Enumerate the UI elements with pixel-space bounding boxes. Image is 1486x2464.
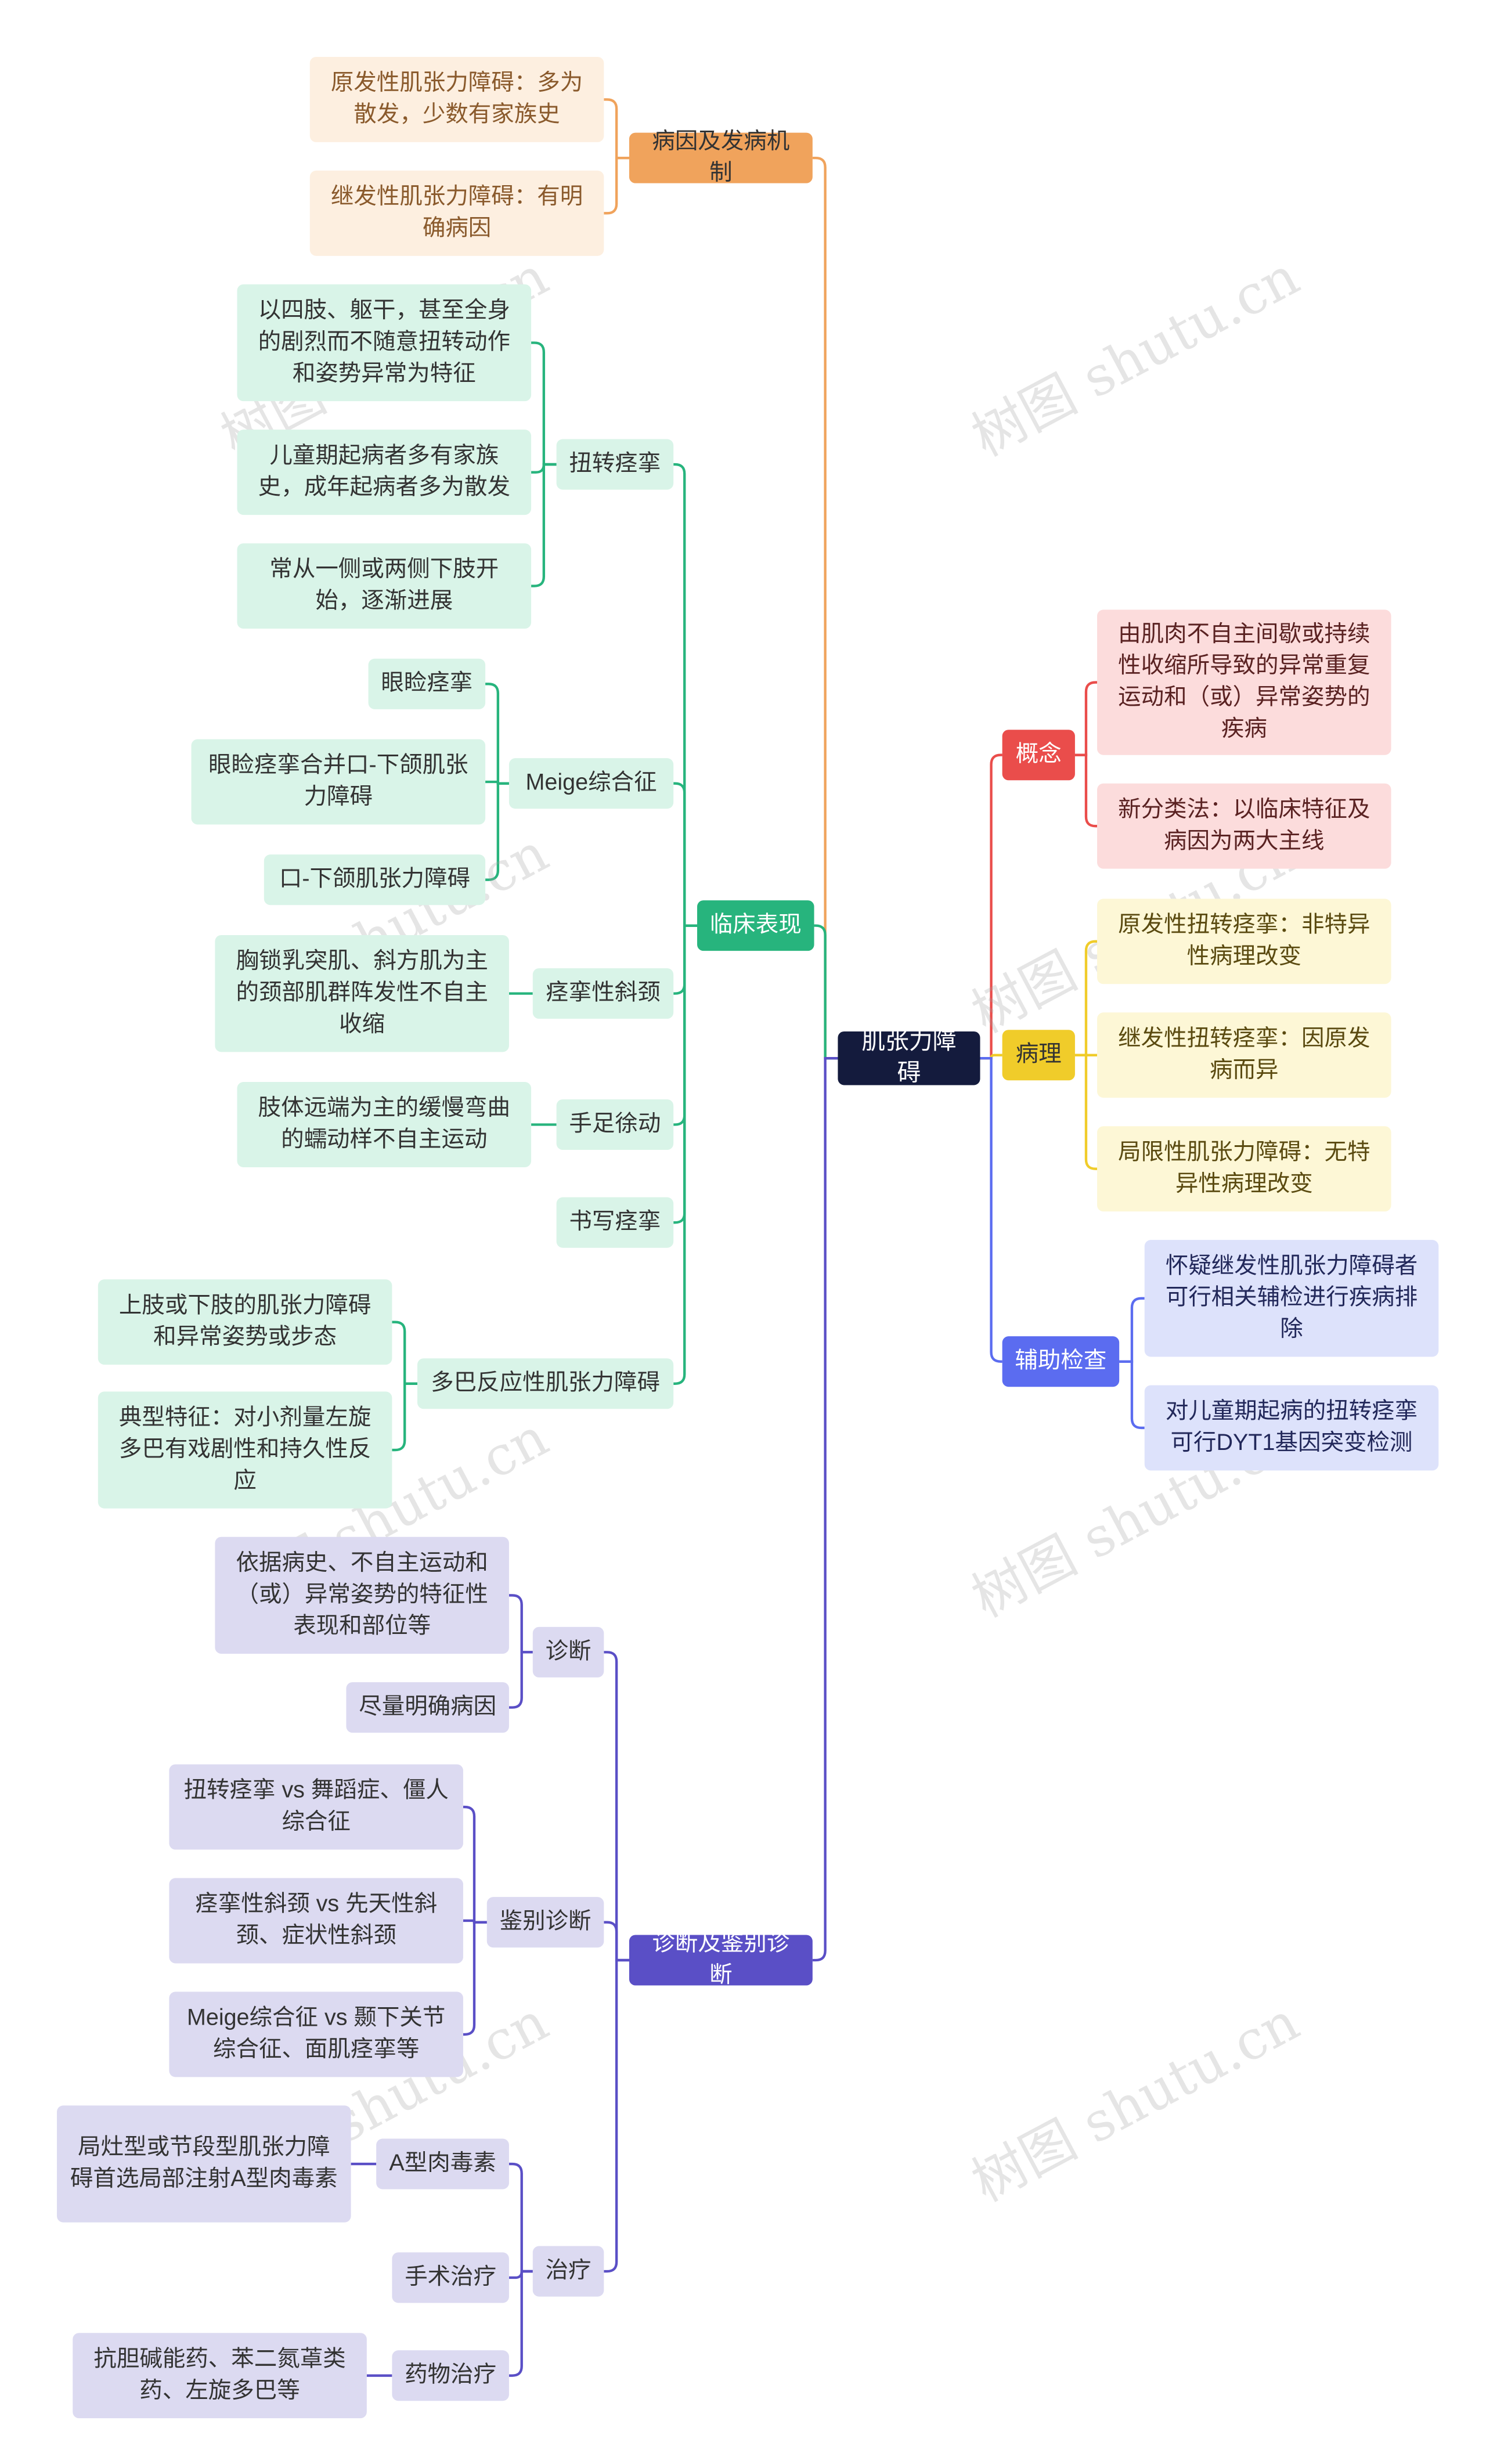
- leaf-dopa-feature[interactable]: 典型特征：对小剂量左旋多巴有戏剧性和持久性反应: [98, 1391, 392, 1509]
- leaf-drug-list[interactable]: 抗胆碱能药、苯二氮䓬类药、左旋多巴等: [73, 2333, 367, 2419]
- topic-athetosis[interactable]: 手足徐动: [556, 1099, 674, 1150]
- root-topic[interactable]: 肌张力障碍: [838, 1029, 980, 1087]
- leaf-dopa-posture[interactable]: 上肢或下肢的肌张力障碍和异常姿势或步态: [98, 1279, 392, 1365]
- topic-dopa-responsive[interactable]: 多巴反应性肌张力障碍: [417, 1358, 674, 1409]
- topic-surgery[interactable]: 手术治疗: [392, 2252, 509, 2303]
- leaf-torsion-feature[interactable]: 以四肢、躯干，甚至全身的剧烈而不随意扭转动作和姿势异常为特征: [237, 284, 532, 402]
- leaf-pathology-focal[interactable]: 局限性肌张力障碍：无特异性病理改变: [1097, 1126, 1391, 1212]
- connector-line: [814, 924, 838, 1060]
- topic-meige[interactable]: Meige综合征: [508, 758, 674, 809]
- topic-treatment[interactable]: 治疗: [532, 2246, 604, 2297]
- topic-drug-therapy[interactable]: 药物治疗: [392, 2350, 509, 2401]
- leaf-concept-classification[interactable]: 新分类法：以临床特征及病因为两大主线: [1097, 783, 1391, 869]
- leaf-diff-torsion[interactable]: 扭转痉挛 vs 舞蹈症、僵人综合征: [169, 1764, 463, 1850]
- connector-line: [1074, 940, 1098, 1056]
- leaf-athetosis-feature[interactable]: 肢体远端为主的缓慢弯曲的蠕动样不自主运动: [237, 1082, 532, 1167]
- topic-botulinum[interactable]: A型肉毒素: [376, 2138, 509, 2189]
- topic-differential[interactable]: 鉴别诊断: [486, 1897, 604, 1948]
- connector-line: [980, 753, 1002, 1060]
- topic-spasmodic-torticollis[interactable]: 痉挛性斜颈: [532, 968, 674, 1019]
- connector-line: [673, 924, 698, 1385]
- leaf-diff-torticollis[interactable]: 痉挛性斜颈 vs 先天性斜颈、症状性斜颈: [169, 1878, 463, 1964]
- leaf-torsion-onset[interactable]: 常从一侧或两侧下肢开始，逐渐进展: [237, 543, 532, 629]
- leaf-exam-dyt1[interactable]: 对儿童期起病的扭转痉挛可行DYT1基因突变检测: [1144, 1385, 1439, 1471]
- connector-line: [980, 1057, 1002, 1363]
- branch-diagnosis[interactable]: 诊断及鉴别诊断: [629, 1932, 813, 1989]
- branch-etiology[interactable]: 病因及发病机制: [629, 129, 813, 186]
- connector-line: [604, 156, 629, 215]
- leaf-exam-secondary[interactable]: 怀疑继发性肌张力障碍者可行相关辅检进行疾病排除: [1144, 1240, 1439, 1357]
- leaf-secondary-dystonia-etiology[interactable]: 继发性肌张力障碍：有明确病因: [309, 170, 604, 256]
- branch-clinical[interactable]: 临床表现: [697, 900, 814, 951]
- connector-line: [604, 1651, 629, 1962]
- connector-line: [508, 2162, 533, 2273]
- connector-line: [673, 782, 698, 927]
- leaf-oromandibular[interactable]: 口-下颌肌张力障碍: [264, 854, 486, 905]
- connector-line: [604, 1921, 629, 1962]
- connector-line: [485, 782, 509, 881]
- connector-line: [392, 1321, 417, 1385]
- branch-concept[interactable]: 概念: [1002, 730, 1075, 781]
- connector-line: [485, 683, 509, 785]
- connector-line: [604, 1958, 629, 2273]
- leaf-blepharospasm[interactable]: 眼睑痉挛: [368, 658, 486, 709]
- leaf-torsion-family[interactable]: 儿童期起病者多有家族史，成年起病者多为散发: [237, 430, 532, 515]
- topic-torsion-spasm[interactable]: 扭转痉挛: [556, 439, 674, 490]
- connector-line: [673, 463, 698, 927]
- connector-line: [508, 2270, 533, 2377]
- topic-writers-cramp[interactable]: 书写痉挛: [556, 1197, 674, 1248]
- connector-line: [812, 1057, 838, 1962]
- leaf-primary-dystonia-etiology[interactable]: 原发性肌张力障碍：多为散发，少数有家族史: [309, 56, 604, 142]
- connector-line: [463, 1921, 487, 2036]
- connector-line: [1074, 681, 1098, 756]
- connector-line: [392, 1382, 417, 1452]
- connector-line: [1074, 1054, 1098, 1170]
- leaf-blepharospasm-oromandibular[interactable]: 眼睑痉挛合并口-下颌肌张力障碍: [191, 739, 486, 825]
- connector-line: [604, 98, 629, 160]
- connector-line: [1119, 1297, 1145, 1363]
- leaf-botulinum-injection[interactable]: 局灶型或节段型肌张力障碍首选局部注射A型肉毒素: [57, 2105, 351, 2223]
- connector-line: [531, 341, 557, 466]
- leaf-diagnosis-basis[interactable]: 依据病史、不自主运动和（或）异常姿势的特征性表现和部位等: [215, 1536, 509, 1654]
- connector-line: [508, 1651, 533, 1709]
- connector-line: [1074, 753, 1098, 828]
- leaf-concept-definition[interactable]: 由肌肉不自主间歇或持续性收缩所导致的异常重复运动和（或）异常姿势的疾病: [1097, 609, 1391, 755]
- leaf-identify-cause[interactable]: 尽量明确病因: [346, 1682, 509, 1733]
- connector-line: [463, 1805, 487, 1924]
- branch-auxiliary-exam[interactable]: 辅助检查: [1002, 1336, 1120, 1387]
- leaf-diff-meige[interactable]: Meige综合征 vs 颞下关节综合征、面肌痉挛等: [169, 1992, 463, 2077]
- connector-line: [812, 156, 838, 1060]
- connector-line: [531, 463, 557, 587]
- connector-line: [1119, 1360, 1145, 1430]
- topic-diagnosis[interactable]: 诊断: [532, 1626, 604, 1677]
- leaf-pathology-primary[interactable]: 原发性扭转痉挛：非特异性病理改变: [1097, 899, 1391, 984]
- leaf-pathology-secondary[interactable]: 继发性扭转痉挛：因原发病而异: [1097, 1012, 1391, 1098]
- leaf-torticollis-feature[interactable]: 胸锁乳突肌、斜方肌为主的颈部肌群阵发性不自主收缩: [215, 935, 509, 1052]
- branch-pathology[interactable]: 病理: [1002, 1030, 1075, 1081]
- connector-line: [508, 1594, 533, 1654]
